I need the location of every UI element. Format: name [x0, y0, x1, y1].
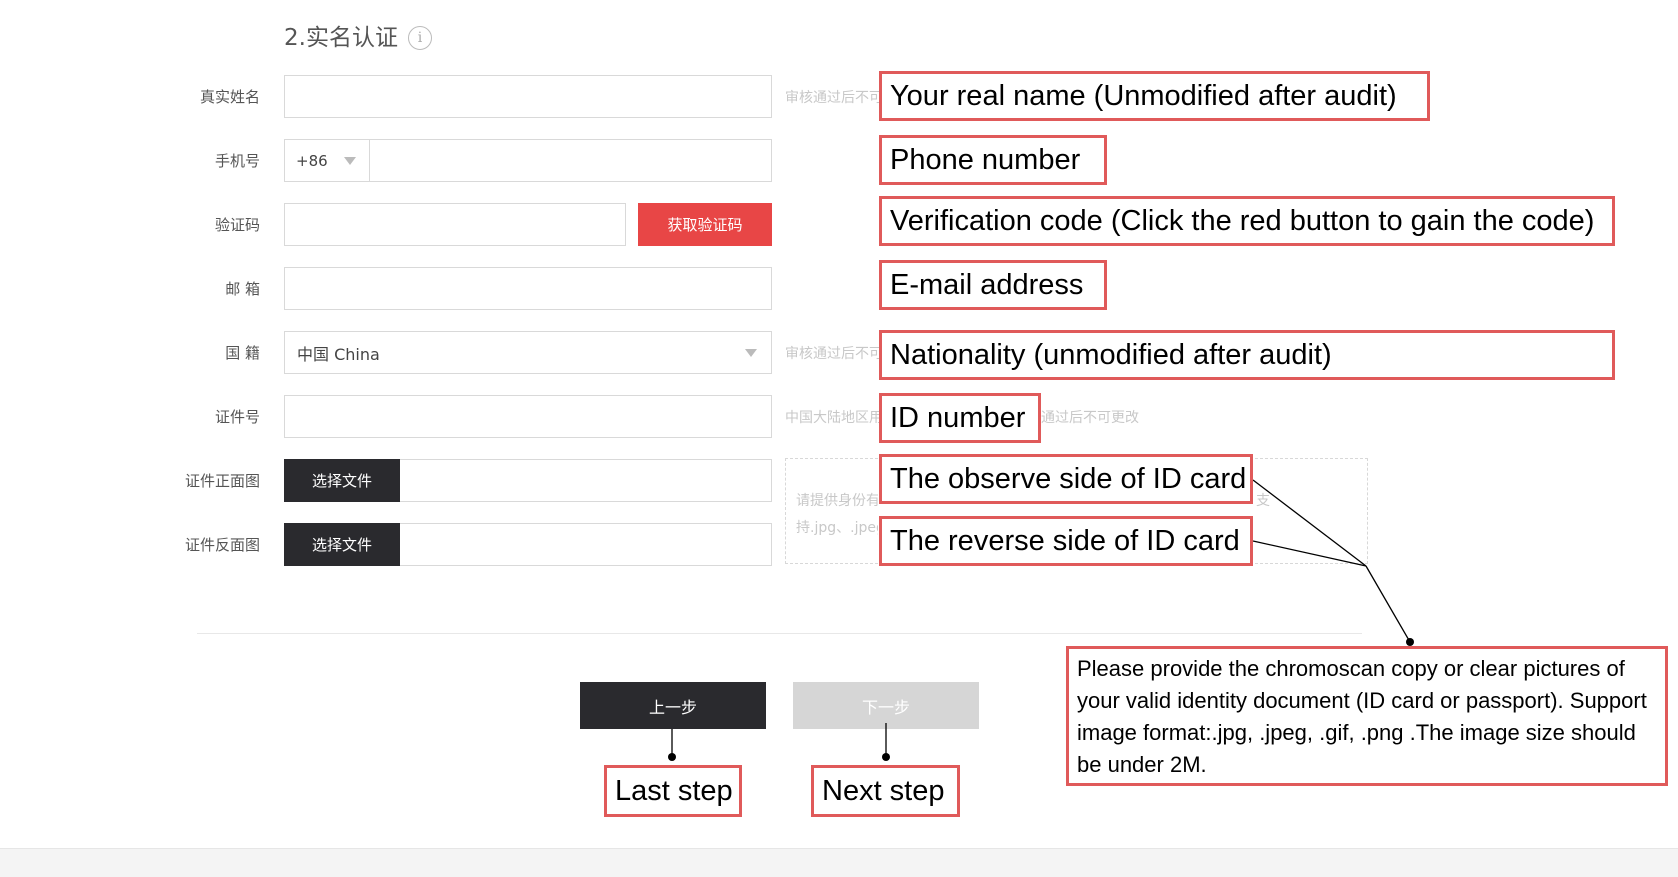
annotation-last-step: Last step	[604, 765, 742, 817]
annotation-email: E-mail address	[879, 260, 1107, 310]
phone-input[interactable]	[284, 139, 772, 182]
chevron-down-icon	[343, 156, 356, 165]
annotation-id-number: ID number	[879, 393, 1041, 443]
id-front-label: 证件正面图	[184, 472, 260, 490]
id-number-input[interactable]	[284, 395, 772, 438]
choose-file-front-button[interactable]: 选择文件	[284, 459, 400, 502]
id-back-label: 证件反面图	[184, 536, 260, 554]
annotation-id-back: The reverse side of ID card	[879, 516, 1253, 566]
next-step-button[interactable]: 下一步	[793, 682, 979, 729]
upload-hint-line1-tail: 支	[1256, 493, 1270, 509]
section-title-text: 2.实名认证	[284, 25, 398, 51]
choose-file-back-button[interactable]: 选择文件	[284, 523, 400, 566]
annotation-next-step: Next step	[811, 765, 960, 817]
annotation-id-front: The observe side of ID card	[879, 454, 1253, 504]
real-name-label: 真实姓名	[199, 88, 260, 106]
email-label: 邮 箱	[225, 280, 260, 298]
id-number-hint: 中国大陆地区用	[785, 410, 880, 426]
annotation-nationality: Nationality (unmodified after audit)	[879, 330, 1615, 380]
chevron-down-icon	[745, 348, 757, 357]
phone-label: 手机号	[214, 152, 260, 170]
country-code-value: +86	[296, 151, 328, 170]
nationality-value: 中国 China	[297, 344, 380, 364]
id-number-hint-tail: 通过后不可更改	[1041, 410, 1139, 426]
annotation-verify: Verification code (Click the red button …	[879, 196, 1615, 246]
form-divider	[197, 633, 1362, 634]
info-icon[interactable]: i	[407, 26, 432, 50]
get-code-button[interactable]: 获取验证码	[638, 203, 772, 246]
annotation-real-name: Your real name (Unmodified after audit)	[879, 71, 1430, 121]
nationality-select[interactable]: 中国 China	[284, 331, 772, 374]
section-title: 2.实名认证 i	[284, 18, 432, 52]
annotation-upload-note: Please provide the chromoscan copy or cl…	[1066, 646, 1668, 786]
prev-step-button[interactable]: 上一步	[580, 682, 766, 729]
upload-hint-line1: 请提供身份有	[796, 493, 878, 509]
nationality-label: 国 籍	[225, 344, 260, 362]
page-footer-band	[0, 848, 1678, 877]
id-number-label: 证件号	[214, 408, 260, 426]
real-name-hint: 审核通过后不可	[785, 90, 880, 106]
country-code-select[interactable]: +86	[284, 139, 370, 182]
annotation-phone: Phone number	[879, 135, 1107, 185]
real-name-input[interactable]	[284, 75, 772, 118]
email-input[interactable]	[284, 267, 772, 310]
verify-code-input[interactable]	[284, 203, 626, 246]
upload-hint-line2: 持.jpg、.jpeg	[796, 520, 878, 536]
verify-label: 验证码	[214, 216, 260, 234]
nationality-hint: 审核通过后不可	[785, 346, 880, 362]
